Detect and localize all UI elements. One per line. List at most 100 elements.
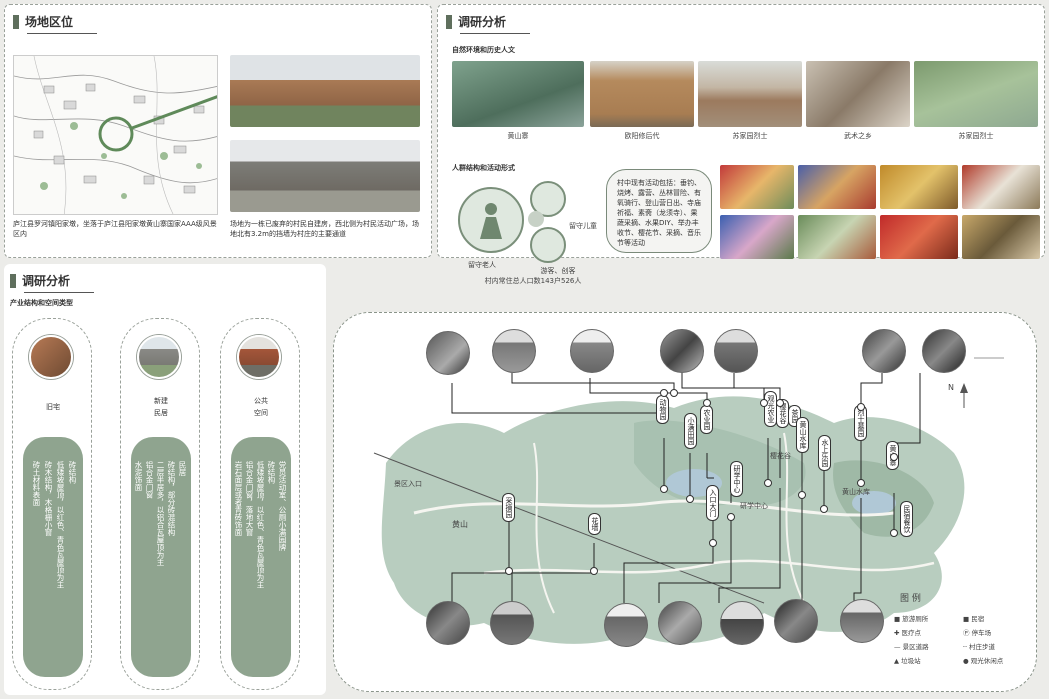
group-label-children: 留守儿童	[569, 222, 597, 230]
map-node	[776, 399, 784, 407]
public-space-label: 公共 空间	[254, 397, 268, 417]
space-type-column-new-house: 新建 民居 民居 砖结构，部分砖混结构 二层半居多，以铝合瓦屋顶为主 铝合金门窗…	[120, 318, 200, 690]
map-label-homestay: 民宿餐饮	[900, 501, 913, 537]
industry-subtitle: 产业结构和空间类型	[10, 299, 73, 307]
activity-photo-5	[720, 215, 794, 259]
env-photo-4	[806, 61, 910, 127]
map-photo-bottom-2	[490, 601, 534, 645]
legend-icon: ■	[894, 615, 903, 623]
map-node	[820, 505, 828, 513]
site-location-panel: 场地区位 庐江县罗河镇阳家	[4, 4, 432, 258]
section-marker	[10, 273, 16, 288]
site-photo-2	[230, 140, 420, 212]
space-type-column-old-house: 旧宅 砖结构 低矮坡屋顶，以红色、青色瓦屋顶为主 砖木结构，木格栅小窗 砖土材料…	[12, 318, 92, 690]
map-node	[764, 479, 772, 487]
map-label-reservoir: 黄山水库	[796, 417, 809, 453]
site-plan-map	[13, 55, 218, 215]
env-photo-2	[590, 61, 694, 127]
old-house-label: 旧宅	[46, 403, 60, 411]
new-house-photo	[137, 335, 181, 379]
legend-item-4: Ⓟ 停车场	[963, 629, 992, 637]
map-photo-bottom-4	[658, 601, 702, 645]
map-legend: 图 例 ■ 旅游厕所 ■ 民宿 ✚ 医疗点 Ⓟ 停车场 — 景区道路 ┄ 村庄步…	[894, 591, 1032, 687]
research-bottom-title-text: 调研分析	[22, 274, 71, 288]
research-bottom-title: 调研分析	[10, 272, 94, 293]
tourist-circle	[530, 227, 566, 263]
env-caption-1: 黄山寨	[507, 132, 529, 140]
group-label-elderly: 留守老人	[468, 261, 496, 269]
map-node	[857, 479, 865, 487]
map-label-study: 研学中心	[730, 461, 743, 497]
legend-item-5: — 景区道路	[894, 643, 929, 651]
env-caption-2: 欧阳修后代	[624, 132, 660, 140]
research-bottom-panel: 调研分析 产业结构和空间类型 旧宅 砖结构 低矮坡屋顶，以红色、青色瓦屋顶为主 …	[4, 264, 326, 695]
activity-photo-7	[880, 215, 958, 259]
space-type-column-public-space: 公共 空间 党员活动室、公厕小满园牌 砖结构 低矮坡屋顶，以红色、青色瓦屋顶为主…	[220, 318, 300, 690]
map-node	[890, 529, 898, 537]
research-top-title-text: 调研分析	[458, 15, 507, 29]
map-node	[670, 389, 678, 397]
map-label-xiaoman: 小满田园	[684, 413, 697, 449]
map-node	[686, 495, 694, 503]
research-top-title: 调研分析	[446, 13, 530, 34]
map-node	[727, 513, 735, 521]
people-subtitle: 人群结构和活动形式	[452, 164, 515, 172]
map-text-study: 研学中心	[740, 502, 768, 510]
research-top-panel: 调研分析 自然环境和历史人文 黄山寨 欧阳修后代 苏家园烈士 武术之乡 苏家园烈…	[437, 4, 1045, 285]
public-space-pill: 党员活动室、公厕小满园牌 砖结构 低矮坡屋顶，以红色、青色瓦屋顶为主 铝合金门窗…	[231, 437, 291, 677]
map-node	[857, 403, 865, 411]
activity-photo-3	[880, 165, 958, 209]
env-photo-5	[914, 61, 1038, 127]
map-panel: 动物园 小满田园 农业园 观光农业 樱花谷 茶园 黄山水库 水上乐园 烈士墓园 …	[333, 312, 1037, 692]
map-node	[760, 399, 768, 407]
legend-item-8: ● 观光休闲点	[963, 657, 1004, 665]
old-house-photo	[29, 335, 73, 379]
connector-dot	[528, 211, 544, 227]
map-photo-top-1	[426, 331, 470, 375]
section-marker	[446, 14, 452, 29]
map-node	[505, 567, 513, 575]
legend-icon: Ⓟ	[963, 629, 972, 637]
site-caption-right: 场地为一栋已废弃的村民自建房，西北侧为村民活动广场，场地北有3.2m的挡墙为村庄…	[230, 220, 419, 238]
map-photo-top-6	[862, 329, 906, 373]
legend-icon: ■	[963, 615, 972, 623]
site-title-text: 场地区位	[25, 15, 74, 29]
legend-icon: ▲	[894, 657, 902, 665]
legend-item-2: ■ 民宿	[963, 615, 985, 623]
map-photo-top-7	[922, 329, 966, 373]
env-photo-1	[452, 61, 584, 127]
map-label-picking: 采摘园	[502, 493, 515, 522]
group-label-tourists: 游客、创客	[540, 267, 576, 275]
map-node	[709, 539, 717, 547]
activity-photo-8	[962, 215, 1040, 259]
old-house-pill: 砖结构 低矮坡屋顶，以红色、青色瓦屋顶为主 砖木结构，木格栅小窗 砖土材料表面	[23, 437, 83, 677]
legend-item-6: ┄ 村庄步道	[963, 643, 995, 651]
env-caption-4: 武术之乡	[844, 132, 872, 140]
env-caption-3: 苏家园烈士	[732, 132, 768, 140]
map-text-reservoir: 黄山水库	[842, 488, 870, 496]
activity-photo-4	[962, 165, 1040, 209]
section-marker	[13, 14, 19, 29]
env-subtitle: 自然环境和历史人文	[452, 46, 515, 54]
legend-icon: ✚	[894, 629, 902, 637]
map-node	[660, 389, 668, 397]
map-photo-bottom-5	[720, 601, 764, 645]
map-text-entrance: 景区入口	[394, 480, 422, 488]
legend-title: 图 例	[900, 594, 921, 604]
activities-bubble: 村中现有活动包括：垂钓、烧烤、露营、丛林冒险、有氧骑行、登山营日出、寺庙祈福、素…	[606, 169, 712, 253]
site-section-title: 场地区位	[13, 13, 97, 34]
map-photo-top-4	[660, 329, 704, 373]
map-label-agri-park: 农业园	[700, 405, 713, 434]
new-house-label: 新建 民居	[154, 397, 168, 417]
population-text: 村内常住总人口数143户526人	[484, 277, 582, 285]
map-text-cherry: 樱花谷	[770, 452, 791, 460]
map-text-huangshan: 黄山	[452, 520, 468, 529]
map-photo-bottom-3	[604, 603, 648, 647]
map-node	[590, 567, 598, 575]
map-label-entrance: 入口大门	[706, 485, 719, 521]
env-photo-3	[698, 61, 802, 127]
map-photo-bottom-1	[426, 601, 470, 645]
map-node	[660, 485, 668, 493]
map-node	[890, 453, 898, 461]
map-photo-top-2	[492, 329, 536, 373]
